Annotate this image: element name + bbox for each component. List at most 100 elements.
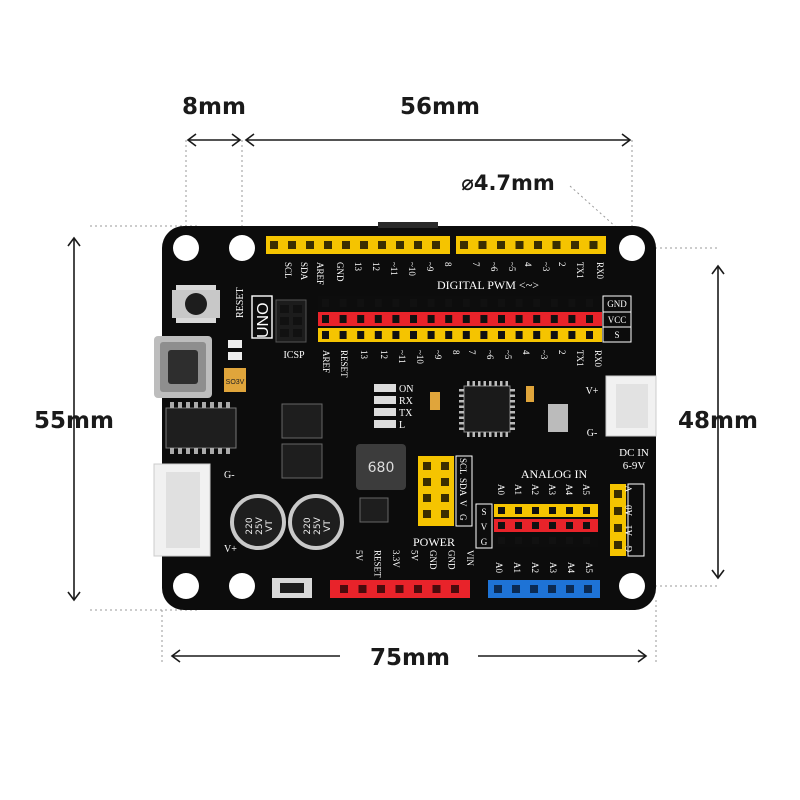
analog-rail-pin: [583, 522, 590, 529]
reset-button[interactable]: [172, 285, 220, 323]
mcu-leg: [494, 432, 497, 437]
cap2-line1: 220: [303, 517, 313, 534]
rail-pin: [322, 331, 329, 339]
rail-pin: [550, 331, 558, 339]
rail-pin: [480, 331, 488, 339]
mounting-hole: [173, 573, 199, 599]
chip-leg: [194, 402, 198, 408]
analog-label-bottom: A1: [512, 562, 522, 573]
analog-side-label: A1: [624, 525, 634, 536]
mcu-leg: [505, 432, 508, 437]
rail-pin: [498, 299, 505, 307]
mcu-leg: [510, 416, 515, 419]
usb-serial-chip: [165, 407, 237, 449]
capacitor-1: [230, 494, 286, 550]
side-header-pin: [614, 507, 622, 515]
analog-label-bottom: A3: [548, 562, 558, 573]
led-on-label: ON: [399, 384, 413, 395]
rail-pin: [374, 331, 382, 339]
usb-c-port[interactable]: [154, 336, 212, 398]
power-hole: [451, 585, 459, 593]
led-tx-label: TX: [399, 408, 413, 419]
mcu-leg: [500, 381, 503, 386]
analog-rail-pin: [549, 522, 556, 529]
pin-label-top: 7: [471, 262, 481, 267]
rail-pin: [445, 331, 453, 339]
analog-gvs-rails[interactable]: [494, 504, 598, 547]
rail-label-gnd: GND: [607, 299, 627, 309]
header-hole: [478, 241, 487, 249]
digital-header-top[interactable]: [266, 236, 606, 254]
pin-label-bottom: 2: [557, 350, 567, 355]
analog-label-top: A0: [496, 484, 506, 495]
mcu-leg: [489, 432, 492, 437]
dc-in-label: DC IN: [619, 447, 649, 459]
power-header[interactable]: [330, 580, 470, 598]
pin-label-top: ~6: [489, 262, 499, 272]
left-power-connector[interactable]: [153, 463, 211, 557]
reset-label: RESET: [235, 287, 246, 318]
header-hole: [497, 241, 505, 249]
chip-leg: [202, 448, 206, 454]
i2c-label: SCL: [458, 458, 468, 475]
analog-side-header[interactable]: [610, 484, 626, 556]
icsp-pin: [293, 329, 302, 337]
icsp-label: ICSP: [283, 350, 305, 361]
rail-pin: [445, 315, 453, 323]
mcu-leg: [459, 389, 464, 392]
chip-leg: [210, 402, 214, 408]
mcu-leg: [478, 432, 481, 437]
power-hole: [395, 585, 404, 593]
analog-hole: [584, 585, 592, 593]
left-connector-gnd: G-: [224, 470, 235, 481]
mcu-leg: [510, 394, 515, 397]
pin-label-bottom: ~6: [485, 350, 495, 360]
analog-header[interactable]: [488, 580, 600, 598]
i2c-header[interactable]: [418, 456, 454, 526]
pin-label-top: 8: [443, 262, 453, 267]
rail-pin: [568, 331, 576, 339]
icsp-pin: [293, 317, 302, 325]
rail-pin: [515, 331, 523, 339]
analog-label-top: A1: [513, 484, 523, 495]
analog-hole: [530, 585, 538, 593]
analog-label-top: A2: [530, 484, 540, 495]
header-hole: [342, 241, 350, 249]
icsp-header[interactable]: [275, 299, 307, 343]
dc-in-connector[interactable]: [605, 375, 657, 437]
mcu-leg: [459, 416, 464, 419]
pin-label-bottom: RX0: [593, 350, 603, 368]
header-hole: [288, 241, 296, 249]
i2c-pin: [441, 494, 449, 502]
icsp-pin: [293, 305, 302, 313]
rail-pin: [410, 331, 417, 339]
rail-pin: [462, 331, 470, 339]
pin-label-top: SDA: [299, 262, 309, 281]
i2c-label: V: [458, 500, 468, 507]
analog-label-top: A4: [564, 484, 574, 495]
rail-pin: [374, 299, 382, 307]
i2c-pin: [441, 510, 449, 518]
pin-label-top: GND: [335, 262, 345, 282]
rail-pin: [339, 315, 347, 323]
cap1-line3: VT: [265, 520, 275, 532]
rail-pin: [410, 315, 417, 323]
header-hole: [515, 241, 524, 249]
analog-rail-v: V: [481, 522, 488, 532]
mounting-hole: [619, 573, 645, 599]
pin-label-top: TX1: [575, 262, 585, 279]
mcu-leg: [510, 400, 515, 403]
rail-pin: [445, 299, 453, 307]
digital-gvs-rails[interactable]: [318, 296, 602, 342]
mcu-leg: [459, 427, 464, 430]
pin-label-bottom: 13: [359, 350, 369, 360]
analog-rail-pin: [566, 522, 573, 529]
mcu-leg: [472, 381, 475, 386]
power-pin-label: 5V: [354, 550, 364, 562]
side-header-pin: [614, 490, 622, 498]
pin-label-bottom: ~11: [397, 350, 407, 364]
capacitor-2: [288, 494, 344, 550]
